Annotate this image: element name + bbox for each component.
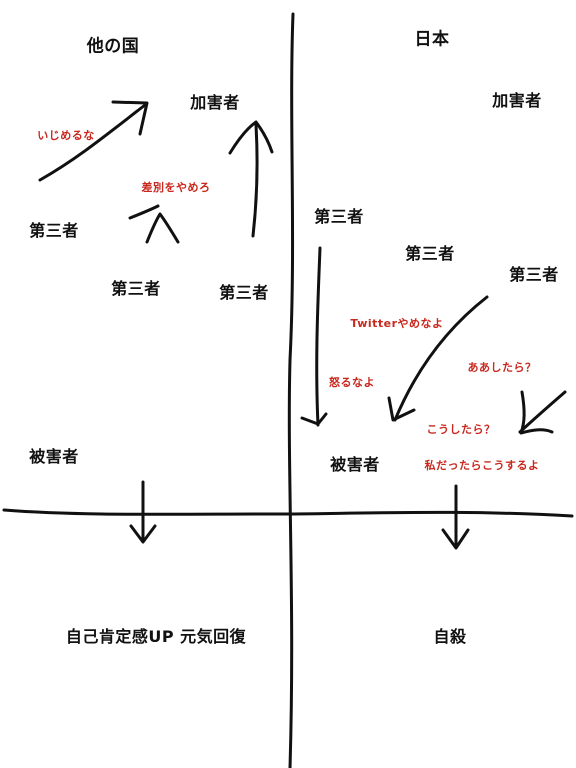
outcome-label-right: 自殺 — [433, 627, 467, 646]
mark-bystander-mid — [128, 204, 180, 244]
bystander-label-left-2: 第三者 — [111, 279, 161, 298]
bystander-label-left-3: 第三者 — [219, 283, 269, 302]
remark-like-that: ああしたら？ — [467, 361, 537, 374]
remark-stop-bullying: いじめるな — [37, 129, 95, 142]
arrowhead-bystander-to-perpetrator — [111, 100, 149, 136]
japan-header: 日本 — [414, 29, 450, 50]
right-down-arrow-head — [441, 528, 470, 550]
remark-like-this: こうしたら？ — [426, 423, 496, 436]
remark-stop-discrimination: 差別をやめろ — [141, 181, 211, 194]
other-countries-header: 他の国 — [86, 36, 140, 57]
arrow-bystander-to-victim-left — [315, 246, 322, 427]
bystander-label-left-1: 第三者 — [29, 221, 79, 240]
arrow-bystander-to-perpetrator — [38, 103, 147, 182]
arrowhead-bystander-to-victim-right — [519, 390, 554, 435]
arrow-bystander-right-up — [251, 123, 259, 238]
arrow-bystander-to-victim-right — [518, 390, 567, 434]
victim-label-right: 被害者 — [330, 455, 380, 474]
bystander-label-right-3: 第三者 — [509, 265, 559, 284]
arrowhead-bystander-to-victim-center — [387, 396, 416, 422]
remark-if-it-were-me: 私だったらこうするよ — [424, 459, 540, 472]
vertical-divider — [287, 12, 295, 768]
bystander-label-right-2: 第三者 — [405, 244, 455, 263]
remark-dont-get-angry: 怒るなよ — [329, 376, 375, 389]
perpetrator-label-left: 加害者 — [190, 93, 240, 112]
outcome-label-left: 自己肯定感UP 元気回復 — [65, 627, 247, 646]
perpetrator-label-right: 加害者 — [492, 91, 542, 110]
bystander-label-right-1: 第三者 — [314, 207, 364, 226]
arrowhead-bystander-right-up — [228, 120, 274, 155]
remark-quit-twitter: Twitterやめなよ — [350, 317, 444, 330]
left-down-arrow-head — [129, 524, 157, 544]
arrow-bystander-to-victim-center — [393, 295, 489, 422]
horizontal-divider — [2, 508, 574, 518]
victim-label-left: 被害者 — [29, 447, 79, 466]
arrowhead-bystander-to-victim-left — [300, 412, 328, 426]
